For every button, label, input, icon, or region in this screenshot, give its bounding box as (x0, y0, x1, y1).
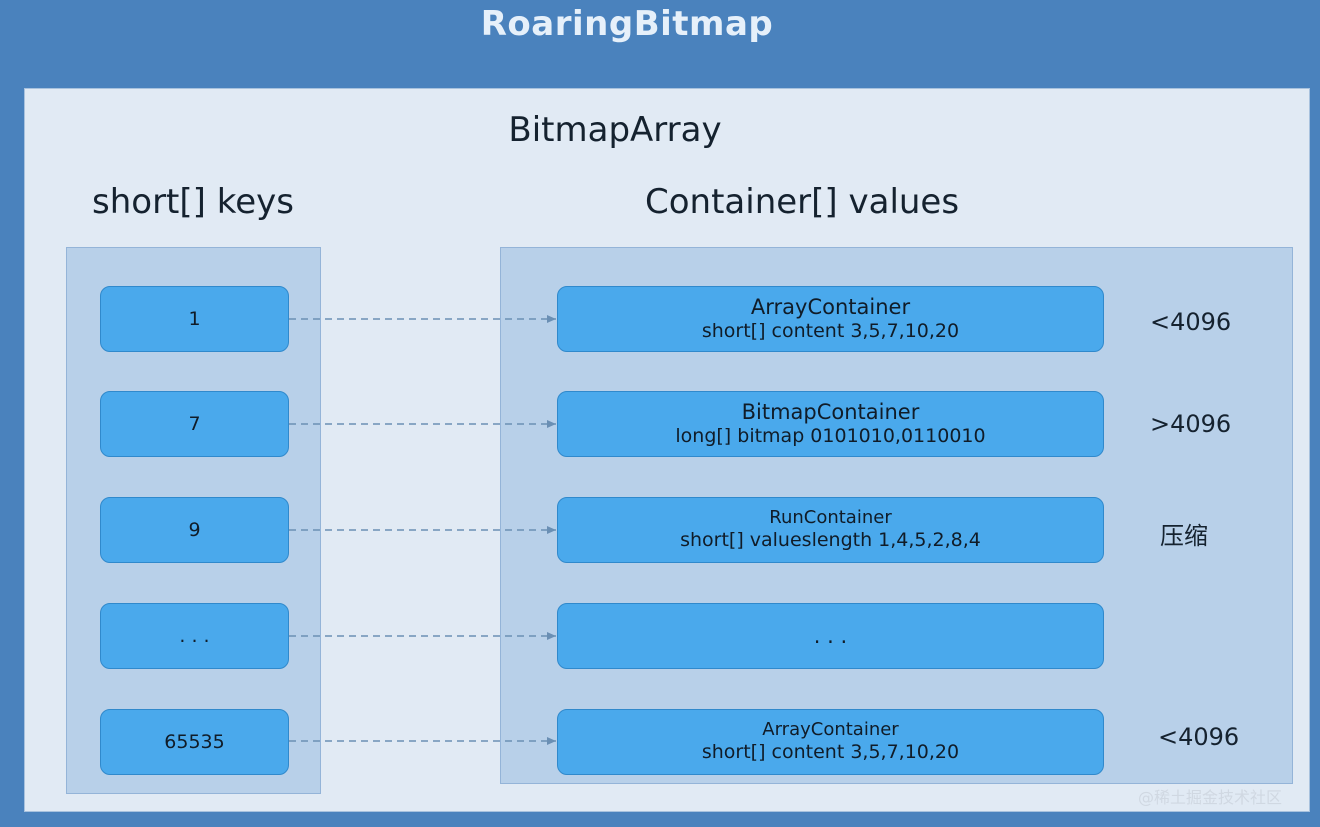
container-box: . . . (557, 603, 1104, 669)
size-note: >4096 (1150, 410, 1232, 438)
key-label: . . . (179, 625, 210, 647)
container-box: RunContainer short[] valueslength 1,4,5,… (557, 497, 1104, 563)
container-name: . . . (813, 623, 848, 648)
key-box: 1 (100, 286, 289, 352)
key-label: 9 (188, 519, 201, 541)
container-box: BitmapContainer long[] bitmap 0101010,01… (557, 391, 1104, 457)
key-label: 65535 (164, 731, 225, 753)
container-box: ArrayContainer short[] content 3,5,7,10,… (557, 286, 1104, 352)
key-box: 9 (100, 497, 289, 563)
container-detail: short[] content 3,5,7,10,20 (701, 320, 960, 343)
container-name: RunContainer (769, 506, 892, 528)
container-name: ArrayContainer (750, 295, 911, 319)
size-note: <4096 (1150, 308, 1232, 336)
key-box: 7 (100, 391, 289, 457)
container-name: ArrayContainer (762, 718, 899, 740)
values-title: Container[] values (645, 182, 960, 222)
key-label: 1 (188, 308, 201, 330)
diagram-title: RoaringBitmap (480, 4, 774, 44)
container-box: ArrayContainer short[] content 3,5,7,10,… (557, 709, 1104, 775)
key-box: . . . (100, 603, 289, 669)
container-detail: long[] bitmap 0101010,0110010 (675, 425, 986, 448)
size-note: 压缩 (1160, 522, 1208, 550)
size-note: <4096 (1158, 723, 1240, 751)
panel-title: BitmapArray (508, 110, 722, 150)
container-name: BitmapContainer (741, 400, 920, 424)
container-detail: short[] valueslength 1,4,5,2,8,4 (680, 529, 981, 552)
container-detail: short[] content 3,5,7,10,20 (701, 741, 960, 764)
key-box: 65535 (100, 709, 289, 775)
key-label: 7 (188, 413, 201, 435)
keys-title: short[] keys (92, 182, 294, 222)
watermark: @稀土掘金技术社区 (1138, 788, 1283, 807)
